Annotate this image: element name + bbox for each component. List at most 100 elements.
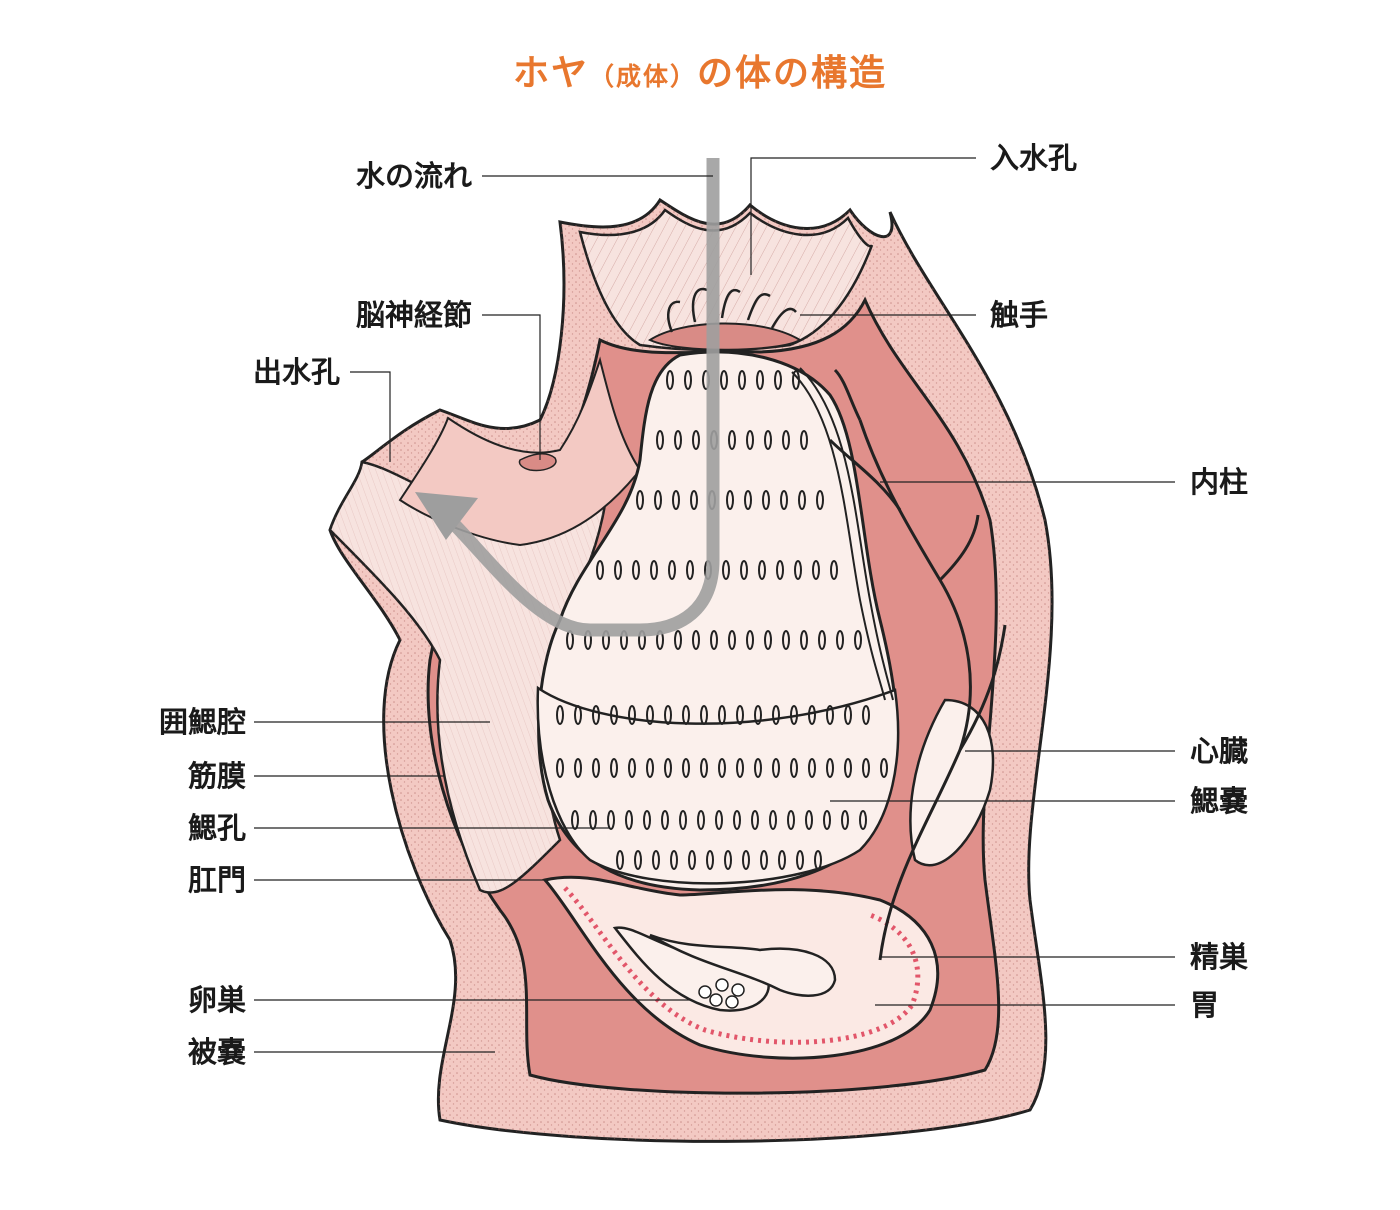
label-heart: 心臓 xyxy=(1190,734,1249,768)
gill-slit xyxy=(758,560,766,580)
water-flow-arrow xyxy=(445,158,720,637)
label-ovary: 卵巣 xyxy=(187,983,246,1017)
gill-slit xyxy=(672,490,680,510)
gill-slit xyxy=(718,758,726,778)
label-endostyle: 内柱 xyxy=(1190,465,1249,499)
gill-slit xyxy=(574,705,582,725)
gill-slit xyxy=(715,810,723,830)
gill-slit xyxy=(664,758,672,778)
egg xyxy=(715,978,729,992)
endostyle xyxy=(791,371,886,701)
gill-slit xyxy=(740,560,748,580)
gill-slit xyxy=(706,850,714,870)
gill-slit xyxy=(751,810,759,830)
cerebral-ganglion xyxy=(518,453,557,472)
testis xyxy=(649,933,837,997)
gill-slit xyxy=(710,630,718,650)
gill-slit xyxy=(625,810,633,830)
gill-slit xyxy=(854,630,862,650)
gill-slit xyxy=(772,758,780,778)
gill-slit xyxy=(754,705,762,725)
gill-slit xyxy=(674,430,682,450)
gill-slit xyxy=(661,810,669,830)
egg xyxy=(731,983,745,997)
gill-slit xyxy=(836,630,844,650)
label-anus: 肛門 xyxy=(187,863,246,897)
gill-slit xyxy=(718,705,726,725)
gill-slit xyxy=(728,630,736,650)
gill-slit xyxy=(776,560,784,580)
mantle-texture xyxy=(330,430,608,893)
gill-slit xyxy=(610,705,618,725)
gill-slit xyxy=(682,758,690,778)
siphon-texture xyxy=(580,210,872,351)
gill-slit xyxy=(589,810,597,830)
gill-slit xyxy=(634,850,642,870)
gill-slit xyxy=(798,490,806,510)
gill-slit xyxy=(607,810,615,830)
gill-slit xyxy=(844,758,852,778)
gill-slit xyxy=(762,490,770,510)
gill-slit xyxy=(814,850,822,870)
blood-vessels xyxy=(828,368,1007,961)
gill-slit xyxy=(592,758,600,778)
gill-slit xyxy=(574,758,582,778)
label-branchial-sac: 鰓嚢 xyxy=(1190,784,1249,818)
title-main: ホヤ xyxy=(512,53,589,94)
gill-slit xyxy=(769,810,777,830)
gill-slit xyxy=(808,758,816,778)
gill-slit xyxy=(650,560,658,580)
gill-slit xyxy=(656,430,664,450)
gill-slit xyxy=(772,705,780,725)
gill-slit xyxy=(670,850,678,870)
gill-slit xyxy=(862,758,870,778)
gill-slit xyxy=(746,430,754,450)
gill-slit xyxy=(880,758,888,778)
gill-slit xyxy=(823,810,831,830)
gill-slit xyxy=(800,430,808,450)
gill-slit xyxy=(614,560,622,580)
gill-slit xyxy=(684,370,692,390)
label-cerebral-ganglion: 脳神経節 xyxy=(355,298,472,332)
gill-slit xyxy=(733,810,741,830)
gill-slit xyxy=(700,758,708,778)
gill-slit xyxy=(556,758,564,778)
gill-slit xyxy=(616,850,624,870)
gill-slit xyxy=(790,705,798,725)
gill-slit xyxy=(756,370,764,390)
gill-slit xyxy=(780,490,788,510)
title-rest: の体の構造 xyxy=(697,53,888,94)
gill-slit xyxy=(826,758,834,778)
gill-slit xyxy=(628,705,636,725)
egg xyxy=(698,985,712,999)
gill-slit xyxy=(686,560,694,580)
gill-slit xyxy=(724,850,732,870)
gill-slit xyxy=(666,370,674,390)
gill-slit xyxy=(736,705,744,725)
gill-slits xyxy=(556,370,888,870)
label-muscle-layer: 筋膜 xyxy=(187,759,246,793)
label-atrium: 囲鰓腔 xyxy=(158,705,246,739)
gill-slit xyxy=(782,630,790,650)
gill-slit xyxy=(636,490,644,510)
label-gill-slit: 鰓孔 xyxy=(187,811,246,845)
gill-slit xyxy=(859,810,867,830)
tentacle-crown xyxy=(647,287,802,351)
stomach-rim xyxy=(563,886,921,1045)
heart xyxy=(909,698,995,867)
gill-slit xyxy=(628,758,636,778)
gill-slit xyxy=(690,490,698,510)
gill-slit xyxy=(862,705,870,725)
title-paren: （成体） xyxy=(588,62,697,91)
egg xyxy=(709,993,723,1007)
gill-slit xyxy=(726,490,734,510)
gill-slit xyxy=(790,758,798,778)
gill-slit xyxy=(800,630,808,650)
gill-slit xyxy=(746,630,754,650)
gill-slit xyxy=(738,370,746,390)
gill-slit xyxy=(764,630,772,650)
branchial-collar xyxy=(536,685,900,885)
ovary-eggs xyxy=(698,978,745,1009)
gill-slit xyxy=(668,560,676,580)
